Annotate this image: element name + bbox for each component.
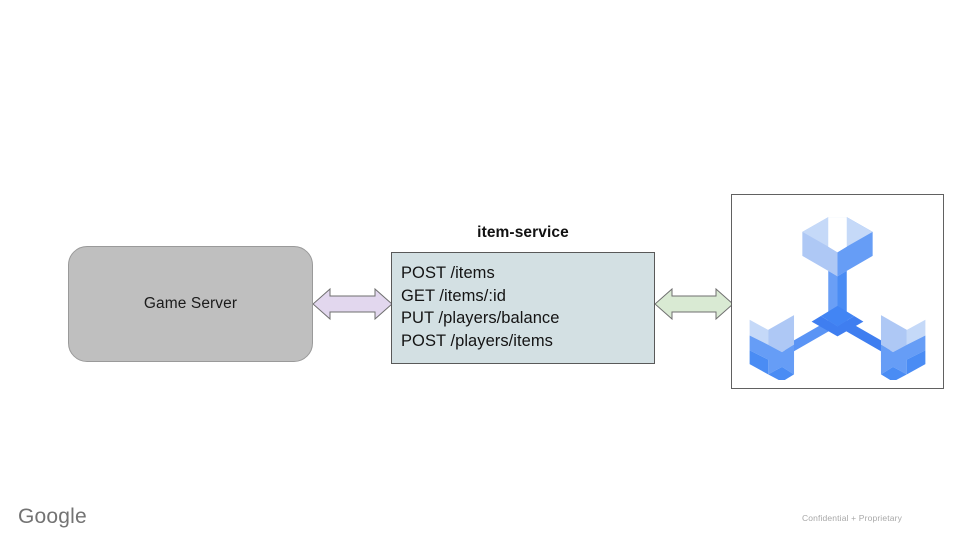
endpoint-item: PUT /players/balance xyxy=(401,309,560,327)
cloud-spanner-logo-icon xyxy=(749,216,926,380)
item-service-title: item-service xyxy=(477,224,569,241)
google-wordmark: Google xyxy=(18,505,87,528)
game-server-label: Game Server xyxy=(143,294,238,312)
endpoint-list: POST /items GET /items/:id PUT /players/… xyxy=(401,262,654,352)
item-service-node[interactable]: POST /items GET /items/:id PUT /players/… xyxy=(391,252,655,364)
database-icon-frame[interactable] xyxy=(731,194,944,389)
endpoint-item: POST /items xyxy=(401,264,495,282)
endpoint-item: GET /items/:id xyxy=(401,286,506,305)
connector-game-server-to-item-service xyxy=(313,286,392,322)
double-headed-arrow-icon xyxy=(313,287,392,321)
game-server-node[interactable]: Game Server xyxy=(68,246,313,362)
connector-item-service-to-database xyxy=(655,286,733,322)
double-headed-arrow-icon xyxy=(655,287,733,321)
confidential-note: Confidential + Proprietary xyxy=(801,513,902,523)
endpoint-item: POST /players/items xyxy=(401,331,553,350)
